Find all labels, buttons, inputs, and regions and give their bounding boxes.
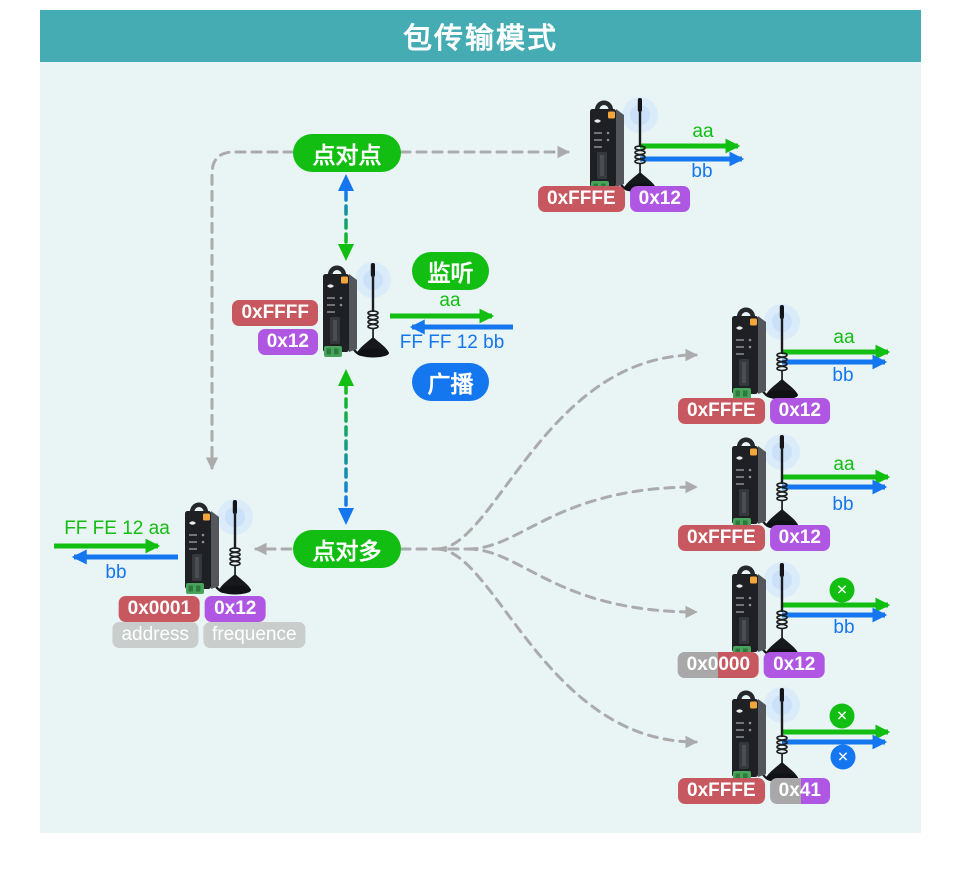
device-icon <box>590 97 658 193</box>
arrowhead-down-green <box>338 244 354 261</box>
page-title: 包传输模式 <box>402 23 558 55</box>
address-tag: 0x0001 <box>118 596 201 622</box>
address-tag: 0xFFFE <box>678 778 765 804</box>
tag-captions-left: address frequence <box>112 622 306 648</box>
frequency-tag: 0x12 <box>629 186 690 212</box>
flow-label-rx: FF FF 12 bb <box>399 332 505 353</box>
tags-right-4: 0xFFFE 0x41 <box>678 778 830 804</box>
device-left <box>175 497 265 602</box>
device-icon <box>732 687 800 783</box>
device-icon <box>732 304 800 400</box>
arrowhead-up-blue <box>338 174 354 191</box>
frequency-tag: 0x12 <box>769 525 830 551</box>
tags-left: 0x0001 0x12 <box>118 596 266 622</box>
device-icon <box>732 434 800 530</box>
address-caption: address <box>112 622 199 648</box>
address-tag: 0xFFFE <box>678 525 765 551</box>
frequency-tag: 0x12 <box>769 398 830 424</box>
flow-label-rx: bb <box>832 365 854 386</box>
connector-branch-right-3 <box>466 547 698 619</box>
device-right-3 <box>722 560 812 665</box>
flow-label-rx: bb <box>833 617 855 638</box>
blocked-cross-icon: ✕ <box>829 703 855 729</box>
flow-label-rx: bb <box>832 494 854 515</box>
device-icon <box>185 499 253 595</box>
mode-pill-listen: 监听 <box>412 252 489 290</box>
connector-branch-right-1 <box>435 348 698 551</box>
flow-label-rx: bb <box>691 161 713 182</box>
tags-right-1: 0xFFFE 0x12 <box>678 398 830 424</box>
tags-top-right: 0xFFFE 0x12 <box>538 186 690 212</box>
connector-branch-right-2 <box>466 480 698 551</box>
frequency-tag: 0x12 <box>257 328 318 355</box>
diagram-canvas: 点对点 监听 广播 点对多 0xFFFE 0x12 0xFFFF 0x12 0x… <box>40 62 921 833</box>
frequency-caption: frequence <box>203 622 306 648</box>
device-center <box>313 260 403 365</box>
connector-branch-right-4 <box>435 547 698 749</box>
mode-pill-broadcast: 广播 <box>412 363 489 401</box>
device-right-4 <box>722 685 812 790</box>
arrowhead-up-green <box>338 369 354 386</box>
device-right-1 <box>722 302 812 407</box>
device-top-right <box>580 95 670 200</box>
address-tag-mismatch: 0x0000 <box>677 652 760 678</box>
flow-label-tx: aa <box>833 327 855 348</box>
device-icon <box>732 562 800 658</box>
title-bar: 包传输模式 <box>40 10 921 62</box>
address-tag: 0xFFFE <box>538 186 625 212</box>
device-icon <box>323 262 391 358</box>
flow-label-tx: aa <box>439 290 461 311</box>
flow-label-tx: bb <box>105 562 127 583</box>
tags-right-3: 0x0000 0x12 <box>677 652 825 678</box>
device-right-2 <box>722 432 812 537</box>
arrowhead-down-blue <box>338 508 354 525</box>
blocked-cross-icon: ✕ <box>829 577 855 603</box>
flow-label-tx: aa <box>692 121 714 142</box>
tags-right-2: 0xFFFE 0x12 <box>678 525 830 551</box>
frequency-tag: 0x12 <box>205 596 266 622</box>
address-tag: 0xFFFE <box>678 398 765 424</box>
connector-lines <box>54 138 891 750</box>
blocked-cross-icon: ✕ <box>830 744 856 770</box>
flow-label-tx: aa <box>833 454 855 475</box>
mode-pill-point-to-multi: 点对多 <box>293 530 401 568</box>
flow-label-rx: FF FE 12 aa <box>64 518 170 539</box>
address-tag: 0xFFFF <box>232 300 318 326</box>
mode-pill-point-to-point: 点对点 <box>293 134 401 172</box>
frequency-tag-mismatch: 0x41 <box>769 778 830 804</box>
tags-center: 0xFFFF 0x12 <box>232 300 318 355</box>
frequency-tag: 0x12 <box>764 652 825 678</box>
